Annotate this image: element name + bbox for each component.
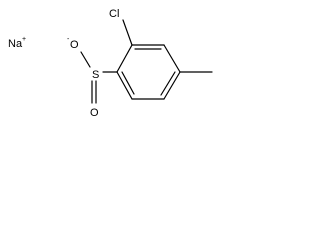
oxide-oxygen-label: O <box>70 39 79 51</box>
chemical-structure: Na + - O Cl S O <box>8 8 213 119</box>
sulfinyl-oxygen-label: O <box>90 107 99 119</box>
sodium-charge: + <box>22 36 26 43</box>
sodium-symbol: Na <box>8 38 23 50</box>
ring-bond-c3-c4 <box>163 44 181 73</box>
ring-bond-c1-c2 <box>116 44 133 73</box>
chlorine-label: Cl <box>109 8 119 20</box>
bond-s-o-single <box>80 51 91 68</box>
ring-bond-c6-c1 <box>116 71 133 100</box>
oxide-charge: - <box>67 36 70 43</box>
sulfur-label: S <box>92 69 99 81</box>
bond-c2-cl <box>122 19 133 46</box>
ring-bond-c6-c1-inner <box>121 71 135 95</box>
ring-bond-c4-c5 <box>163 71 181 100</box>
ring-bond-c4-c5-inner <box>160 71 176 96</box>
